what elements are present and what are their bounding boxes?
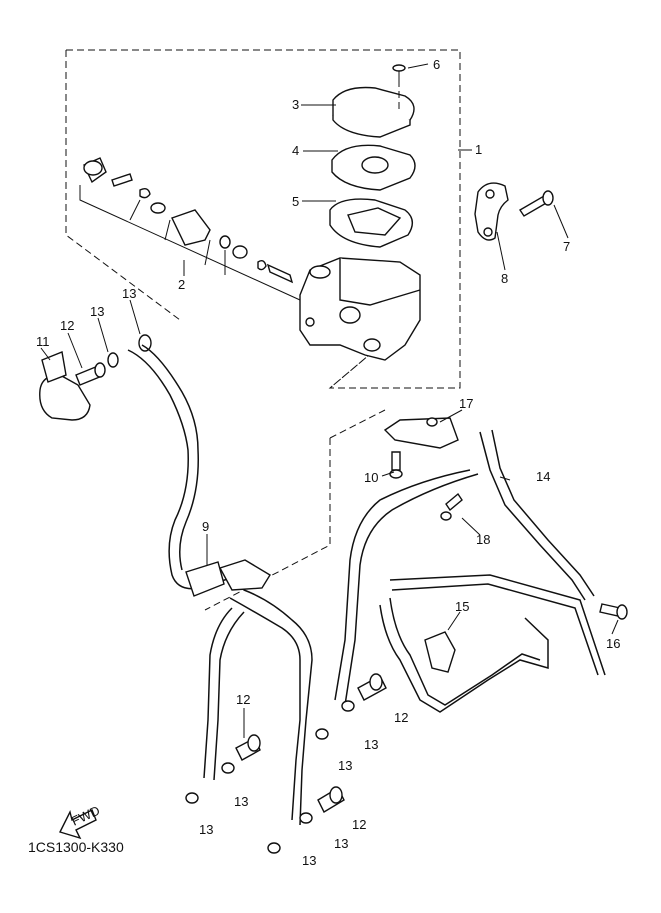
- callout-15: 15: [455, 599, 469, 614]
- callout-13a: 13: [90, 304, 104, 319]
- callout-4: 4: [292, 143, 299, 158]
- bolt-18: [440, 492, 463, 521]
- callout-5: 5: [292, 194, 299, 209]
- diagram-code: 1CS1300-K330: [28, 839, 124, 855]
- union-bolt-mid: [357, 673, 387, 701]
- union-bolt-left: [75, 362, 106, 386]
- callout-12a: 12: [60, 318, 74, 333]
- bolt-16: [599, 603, 628, 620]
- diaphragm-plate: [331, 144, 416, 191]
- callout-13e: 13: [234, 794, 248, 809]
- callout-8: 8: [501, 271, 508, 286]
- callout-13h: 13: [302, 853, 316, 868]
- bolt-10: [389, 451, 403, 479]
- pipe-clamp: [424, 631, 456, 673]
- right-hose: [334, 429, 595, 706]
- callout-13g: 13: [334, 836, 348, 851]
- brake-pipe: [379, 574, 606, 713]
- upper-hose: [127, 344, 241, 590]
- callout-13d: 13: [338, 758, 352, 773]
- callout-13c: 13: [364, 737, 378, 752]
- callout-9: 9: [202, 519, 209, 534]
- callout-12d: 12: [352, 817, 366, 832]
- callout-12c: 12: [236, 692, 250, 707]
- callout-18: 18: [476, 532, 490, 547]
- union-bolt-cover: [39, 351, 91, 421]
- holder-bolt: [519, 190, 554, 217]
- leader-lines: [40, 63, 619, 738]
- gaskets-lower: [185, 700, 355, 854]
- holder-bracket: [474, 182, 509, 241]
- callout-7: 7: [563, 239, 570, 254]
- callout-1: 1: [475, 142, 482, 157]
- callout-13f: 13: [199, 822, 213, 837]
- fwd-arrow-icon: FWD: [59, 803, 102, 840]
- callout-12b: 12: [394, 710, 408, 725]
- lower-left-hoses: [203, 589, 313, 826]
- callout-2: 2: [178, 277, 185, 292]
- callout-16: 16: [606, 636, 620, 651]
- callout-10: 10: [364, 470, 378, 485]
- diaphragm: [329, 198, 413, 248]
- callout-3: 3: [292, 97, 299, 112]
- piston-kit: [79, 157, 301, 301]
- callout-13b: 13: [122, 286, 136, 301]
- cap-screw: [392, 64, 406, 112]
- hose-bracket: [383, 417, 459, 449]
- union-bolt-lower-mid: [317, 786, 345, 813]
- callout-14: 14: [536, 469, 550, 484]
- callout-17: 17: [459, 396, 473, 411]
- master-cylinder-body: [299, 257, 421, 361]
- callout-6: 6: [433, 57, 440, 72]
- callout-11: 11: [36, 334, 50, 349]
- three-way-joint: [185, 559, 271, 597]
- reservoir-cap: [332, 86, 415, 138]
- union-bolt-lower-left: [235, 734, 261, 761]
- gaskets-left: [107, 334, 152, 368]
